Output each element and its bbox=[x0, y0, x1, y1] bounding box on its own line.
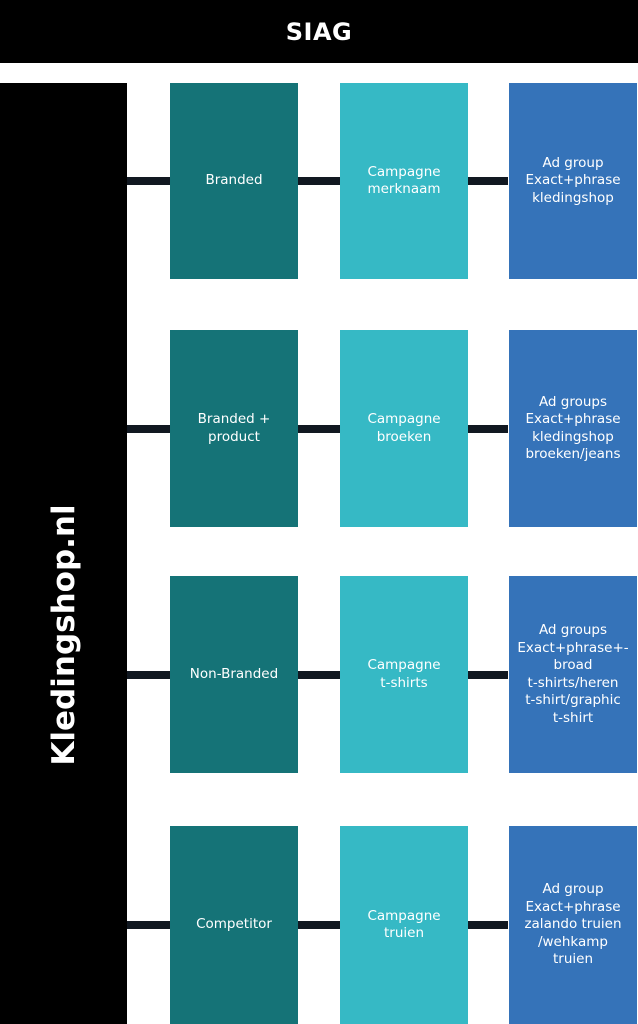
keyword-type-box: Branded bbox=[170, 83, 298, 279]
ad-group-box: Ad groups Exact+phrase kledingshop broek… bbox=[509, 330, 637, 527]
connector-line bbox=[127, 177, 508, 185]
connector-line bbox=[127, 921, 508, 929]
campaign-box: Campagne t-shirts bbox=[340, 576, 468, 773]
ad-group-box: Ad group Exact+phrase zalando truien /we… bbox=[509, 826, 637, 1024]
connector-line bbox=[127, 671, 508, 679]
campaign-box: Campagne merknaam bbox=[340, 83, 468, 279]
keyword-type-box: Branded + product bbox=[170, 330, 298, 527]
connector-line bbox=[127, 425, 508, 433]
ad-group-box: Ad groups Exact+phrase+- broad t-shirts/… bbox=[509, 576, 637, 773]
page-title: SIAG bbox=[0, 0, 638, 63]
site-label: Kledingshop.nl bbox=[46, 504, 82, 766]
site-sidebar: Kledingshop.nl bbox=[0, 83, 127, 1024]
keyword-type-box: Competitor bbox=[170, 826, 298, 1024]
keyword-type-box: Non-Branded bbox=[170, 576, 298, 773]
ad-group-box: Ad group Exact+phrase kledingshop bbox=[509, 83, 637, 279]
campaign-box: Campagne broeken bbox=[340, 330, 468, 527]
campaign-box: Campagne truien bbox=[340, 826, 468, 1024]
